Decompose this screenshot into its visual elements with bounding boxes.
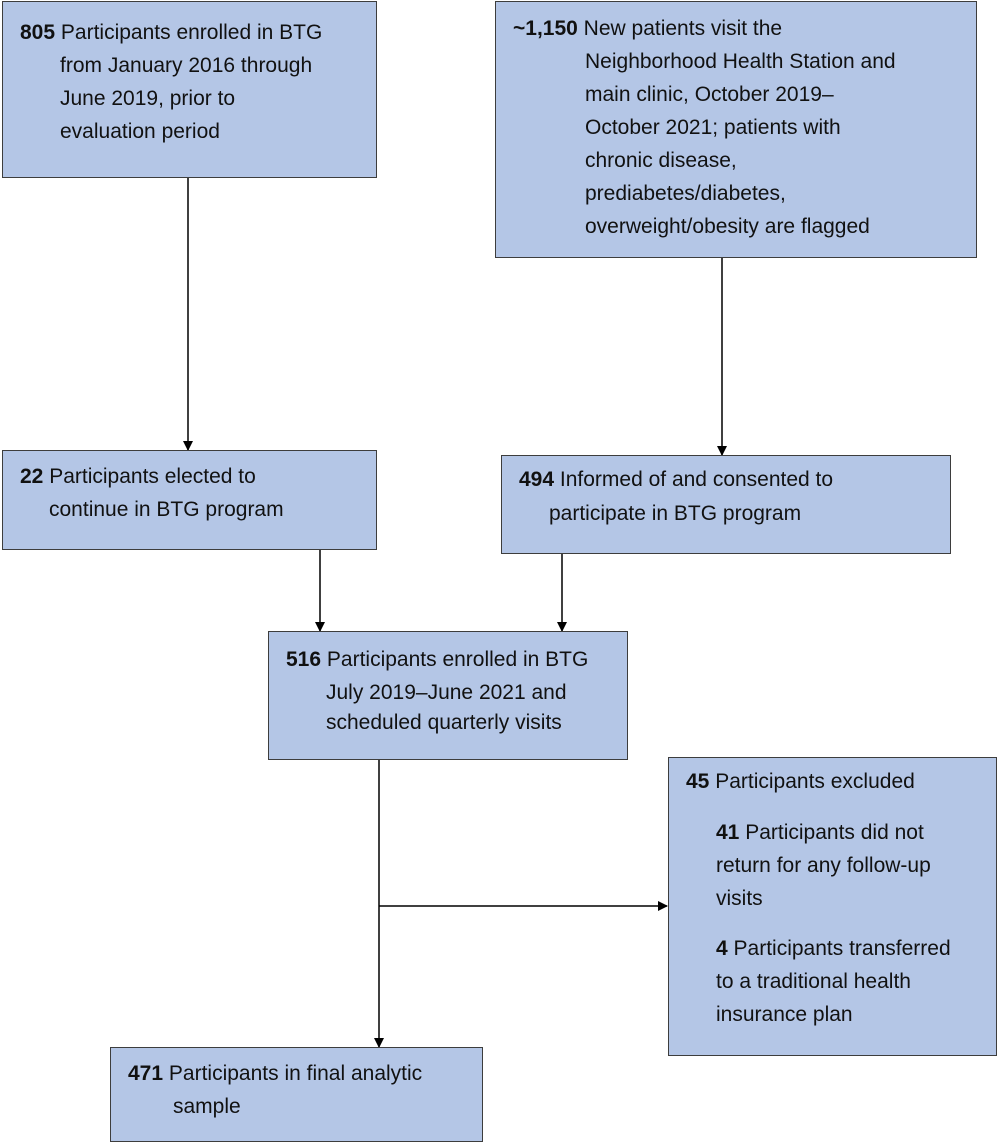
enrolled-prior-count: 805 <box>20 21 56 44</box>
new-patients-line-3: main clinic, October 2019– <box>585 83 834 106</box>
no-followup-label: Participants did not <box>745 821 924 844</box>
new-patients-line-7: overweight/obesity are flagged <box>585 215 870 238</box>
enrolled-label: Participants enrolled in BTG <box>326 648 589 671</box>
transferred-first-line: 4 Participants transferred <box>716 932 951 965</box>
continued-box <box>2 450 377 550</box>
new-patients-line-2: Neighborhood Health Station and <box>585 50 896 73</box>
new-patients-box <box>495 1 977 258</box>
enrolled-line-3: scheduled quarterly visits <box>326 711 562 734</box>
consented-first-line: 494 Informed of and consented to <box>519 463 833 496</box>
final-sample-box <box>110 1047 483 1142</box>
excluded-first-line: 45 Participants excluded <box>686 765 915 798</box>
final-sample-label: Participants in final analytic <box>168 1062 423 1085</box>
continued-line-2: continue in BTG program <box>49 498 284 521</box>
new-patients-line-6: prediabetes/diabetes, <box>585 182 786 205</box>
enrolled-prior-line-4: evaluation period <box>60 120 220 143</box>
enrolled-first-line: 516 Participants enrolled in BTG <box>286 643 588 676</box>
enrolled-prior-box <box>2 1 377 178</box>
no-followup-line-3: visits <box>716 887 763 910</box>
enrolled-prior-first-line: 805 Participants enrolled in BTG <box>20 16 322 49</box>
consented-count: 494 <box>519 468 555 491</box>
enrolled-box <box>268 631 628 760</box>
continued-count: 22 <box>20 465 44 488</box>
transferred-line-3: insurance plan <box>716 1003 853 1026</box>
consented-box <box>501 455 951 554</box>
enrolled-prior-line-2: from January 2016 through <box>60 54 313 77</box>
continued-first-line: 22 Participants elected to <box>20 460 256 493</box>
excluded-label: Participants excluded <box>715 770 915 793</box>
no-followup-first-line: 41 Participants did not <box>716 816 924 849</box>
no-followup-line-2: return for any follow-up <box>716 854 931 877</box>
continued-label: Participants elected to <box>49 465 256 488</box>
no-followup-count: 41 <box>716 821 740 844</box>
new-patients-line-4: October 2021; patients with <box>585 116 841 139</box>
consented-label: Informed of and consented to <box>559 468 834 491</box>
final-sample-count: 471 <box>128 1062 164 1085</box>
transferred-line-2: to a traditional health <box>716 970 911 993</box>
transferred-label: Participants transferred <box>733 937 951 960</box>
new-patients-label: New patients visit the <box>583 17 783 40</box>
enrolled-line-2: July 2019–June 2021 and <box>326 681 567 704</box>
excluded-box <box>668 757 997 1056</box>
enrolled-prior-line-3: June 2019, prior to <box>60 87 236 110</box>
new-patients-line-5: chronic disease, <box>585 149 737 172</box>
consented-line-2: participate in BTG program <box>549 502 802 525</box>
enrolled-count: 516 <box>286 648 322 671</box>
new-patients-first-line: ~1,150 New patients visit the <box>513 12 782 45</box>
final-sample-line-2: sample <box>173 1095 241 1118</box>
final-sample-first-line: 471 Participants in final analytic <box>128 1057 422 1090</box>
new-patients-count: ~1,150 <box>513 17 578 40</box>
enrolled-prior-label: Participants enrolled in BTG <box>60 21 323 44</box>
excluded-count: 45 <box>686 770 710 793</box>
transferred-count: 4 <box>716 937 728 960</box>
